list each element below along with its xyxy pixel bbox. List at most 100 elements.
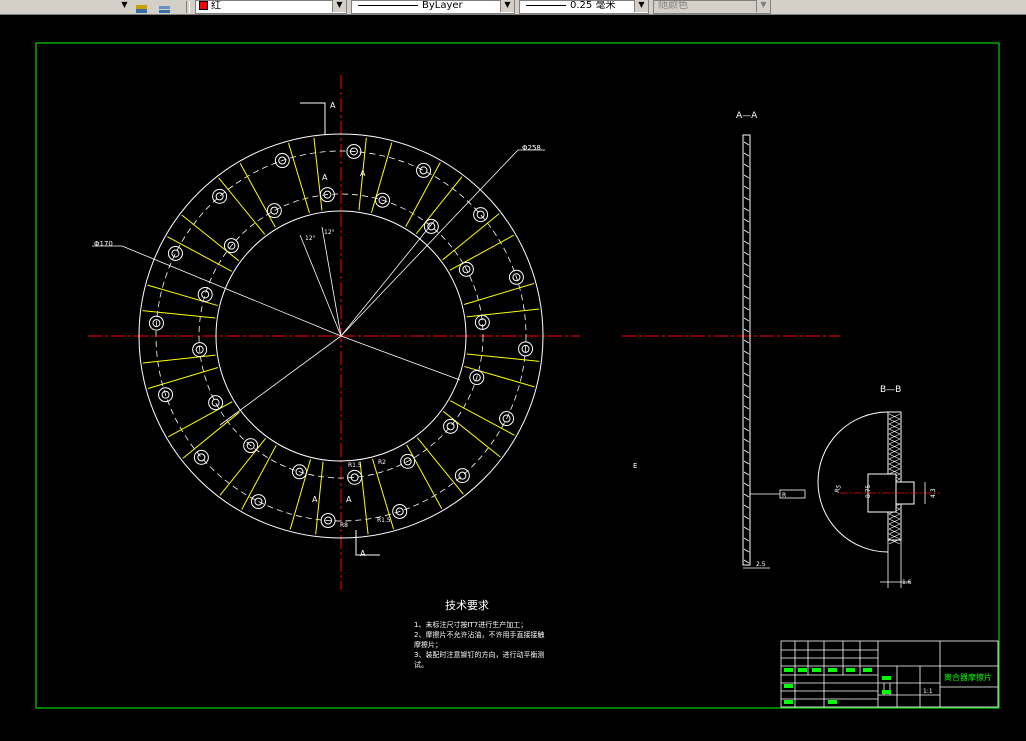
section-tick (743, 361, 750, 366)
plotstyle-dropdown-arrow: ▼ (756, 0, 770, 12)
tech-req-notes: 1、未标注尺寸按IT7进行生产加工； 2、摩擦片不允许沾油，不许用手直接接触 摩… (414, 620, 544, 669)
hatch-line (888, 518, 901, 525)
model-space-canvas[interactable]: Φ258 Φ170 12° 12° A A A A A A R1.5 R2 R1… (0, 15, 1026, 741)
rivet-hole (274, 153, 290, 169)
hatch-line (888, 523, 901, 530)
layer-dropdown-arrow[interactable]: ▼ (118, 0, 131, 12)
section-tick (743, 284, 750, 289)
groove-line (359, 461, 369, 535)
rivet-hole-inner (197, 453, 206, 462)
linetype-dropdown-arrow[interactable]: ▼ (500, 0, 514, 12)
hatch-line (888, 468, 901, 475)
rivet-hole-inner (502, 414, 511, 423)
groove-line (142, 354, 216, 364)
rivet-hole (266, 203, 282, 219)
rivet-hole (320, 513, 336, 529)
section-tick (743, 273, 750, 278)
section-tick (743, 559, 750, 564)
rivet-hole (473, 207, 489, 223)
color-control[interactable]: 红 (195, 0, 347, 14)
groove-line (406, 444, 443, 509)
section-aa-view (742, 134, 806, 569)
make-layer-current-icon[interactable] (135, 0, 149, 13)
rivet-hole-inner (270, 206, 279, 215)
color-dropdown-arrow[interactable]: ▼ (332, 0, 346, 12)
rivet-hole (223, 238, 239, 254)
rivet-hole (347, 469, 363, 485)
layer-previous-icon[interactable] (158, 0, 172, 13)
titleblock-cell-text (846, 668, 855, 672)
lineweight-dropdown-arrow[interactable]: ▼ (634, 0, 648, 12)
e-mark: E (633, 462, 637, 470)
section-tick (743, 306, 750, 311)
section-a-bottom-label: A (360, 549, 366, 558)
section-tick (743, 504, 750, 509)
rivet-hole-inner (171, 249, 180, 258)
rivet-hole (243, 438, 259, 454)
rivet-hole (518, 341, 534, 357)
lineweight-control[interactable]: 0.25 毫米 (519, 0, 649, 14)
dim-thickness: 2.5 (756, 561, 766, 568)
section-tick (743, 152, 750, 157)
rivet-hole-inner (472, 373, 481, 382)
section-tick (743, 229, 750, 234)
groove-line (239, 163, 276, 228)
hatch-line (888, 418, 901, 425)
titleblock-cell-text (882, 676, 891, 680)
groove-line (466, 308, 540, 318)
title-block (780, 640, 999, 708)
rivet-hole-inner (324, 516, 333, 525)
section-tick (743, 526, 750, 531)
linetype-control[interactable]: ByLayer (351, 0, 515, 14)
hatch-line (888, 463, 901, 470)
hatch-line (888, 453, 901, 460)
rivet-hole (443, 418, 459, 434)
angle-label-a: 12° (305, 235, 316, 242)
rivet-hole (508, 269, 524, 285)
groove-line (241, 445, 277, 510)
part-name: 离合器摩擦片 (944, 672, 992, 682)
titleblock-cell-text (828, 700, 837, 704)
rivet-hole (319, 187, 335, 203)
groove-line (405, 162, 441, 227)
lineweight-sample-line (526, 4, 566, 6)
rivet-hole-inner (295, 467, 304, 476)
hatch-line (888, 458, 901, 465)
titleblock-cell-text (828, 668, 837, 672)
rivet-hole-inner (152, 319, 161, 328)
rivet-hole-inner (427, 222, 436, 231)
section-tick (743, 350, 750, 355)
section-tick (743, 328, 750, 333)
rivet-hole (212, 188, 228, 204)
scale-text: 1:1 (923, 688, 933, 695)
rivet-hole (193, 449, 209, 465)
drawing-frame (35, 42, 1000, 709)
tech-note-line-2: 2、摩擦片不允许沾油，不许用手直接接触 (414, 630, 544, 639)
section-aa-title: A—A (736, 111, 758, 121)
rivet-hole-inner (201, 290, 210, 299)
friction-disc-front-view (138, 133, 544, 539)
rivet-hole (291, 464, 307, 480)
titleblock-cell-text (784, 668, 793, 672)
groove-line (442, 410, 501, 458)
layer-dropdown-tail[interactable] (0, 0, 128, 12)
section-tick (743, 174, 750, 179)
tech-note-line-1: 1、未标注尺寸按IT7进行生产加工； (414, 620, 527, 629)
inner-leader-3 (219, 335, 342, 426)
rivet-hole (197, 286, 213, 302)
rivet-hole-inner (403, 457, 412, 466)
section-a-inner-2: A (360, 169, 366, 178)
hatch-line (888, 438, 901, 445)
rivet-hole (499, 411, 515, 427)
groove-line (288, 142, 310, 214)
groove-line (370, 142, 393, 213)
color-value: 红 (211, 0, 221, 12)
dia-170-leader (121, 245, 342, 337)
dim-r-label: R (782, 492, 786, 499)
section-tick (743, 383, 750, 388)
groove-line (372, 458, 394, 530)
section-tick (743, 339, 750, 344)
rivet-hole (192, 342, 208, 358)
titleblock-cell-text (784, 700, 793, 704)
tech-note-line-4: 3、装配时注意铆钉的方向，进行动平衡测 (414, 650, 544, 659)
